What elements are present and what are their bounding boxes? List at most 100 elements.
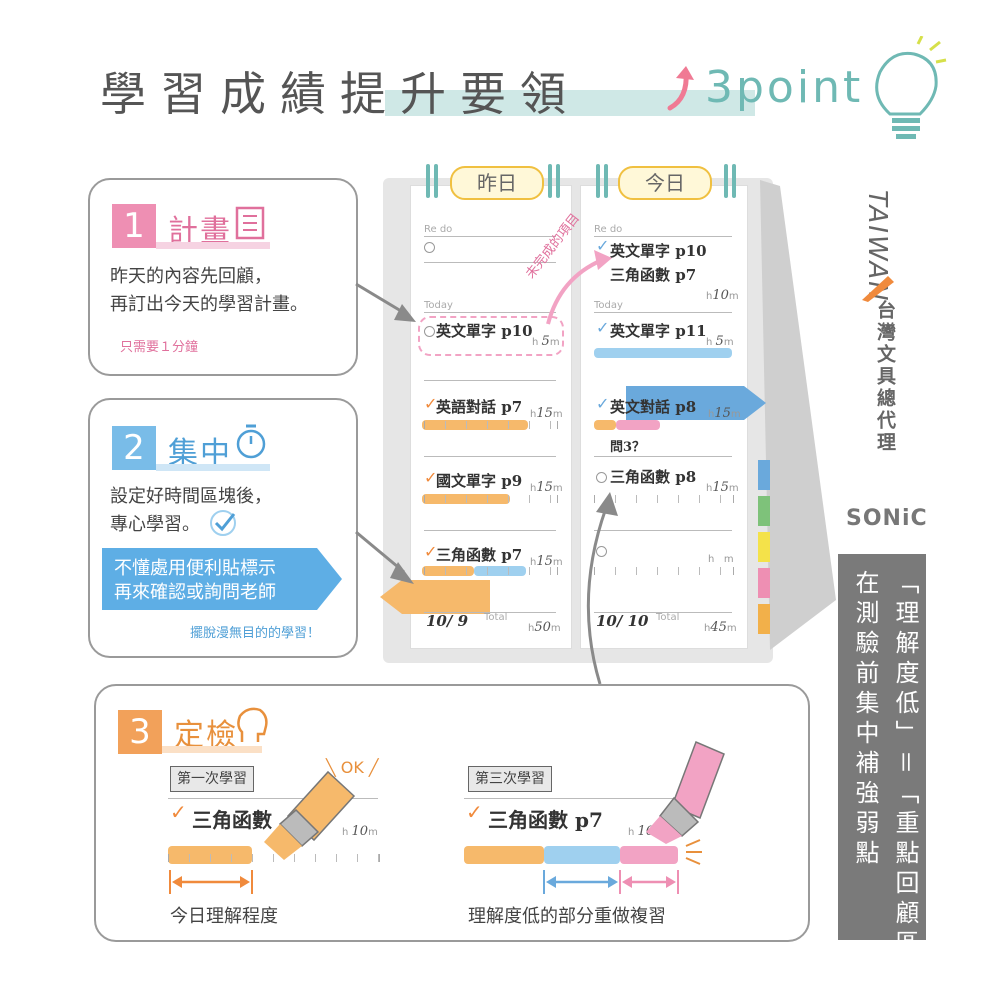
lightbulb-icon <box>875 36 947 139</box>
row-line <box>594 530 732 531</box>
progress-bar-weak <box>544 846 620 864</box>
ok-mark: ╲ OK ╱ <box>326 758 379 777</box>
list-icon <box>235 206 265 240</box>
check-title-underline <box>162 746 262 753</box>
yesterday-row-3: 國文單字 p9 <box>436 472 523 490</box>
yesterday-redo-label: Re do <box>424 224 453 235</box>
carry-over-arrow <box>546 250 612 325</box>
spiral-ring <box>604 164 608 198</box>
checkbox-empty <box>424 326 435 337</box>
yesterday-row-1: 英文單字 p10 <box>436 322 533 340</box>
checkbox-empty <box>596 472 607 483</box>
connector-arrow-plan <box>355 282 416 322</box>
plan-number: 1 <box>112 204 156 248</box>
today-redo-2: 三角函數 p7 <box>610 266 697 284</box>
emphasis-marks <box>685 839 702 865</box>
time-ruler <box>424 421 558 429</box>
today-row-2-time: h15m <box>708 406 741 421</box>
span-arrows-review <box>543 870 679 894</box>
first-study-time: h 10m <box>342 824 378 839</box>
sticky-tab-blue <box>758 460 770 490</box>
connector-arrow-focus <box>355 530 414 584</box>
caption-left: 今日理解程度 <box>170 906 278 927</box>
banner-text-right: 「理解度低」＝「重點回顧區」 <box>891 570 919 990</box>
caption-right: 理解度低的部分重做複習 <box>468 906 666 927</box>
sticky-note-flag <box>380 580 490 614</box>
today-question-note: 問3？ <box>610 440 646 455</box>
pink-highlighter-icon <box>646 741 725 844</box>
first-study-item: 三角函數 <box>192 808 272 832</box>
progress-bar-review <box>620 846 678 864</box>
focus-callout-shape <box>102 548 342 610</box>
progress-bar-weak <box>594 348 732 358</box>
stopwatch-icon <box>236 424 266 459</box>
spiral-ring <box>434 164 438 198</box>
row-line <box>594 612 732 613</box>
unfinished-highlight-box <box>418 316 564 356</box>
row-line <box>424 236 556 237</box>
yesterday-row-4-time: h15m <box>530 554 563 569</box>
check-mark-icon: ✓ <box>170 800 187 824</box>
time-ruler <box>168 854 380 862</box>
progress-bar-understood <box>464 846 544 864</box>
first-study-label: 第一次學習 <box>170 766 254 792</box>
sticky-tab-orange <box>758 604 770 634</box>
spiral-ring <box>732 164 736 198</box>
span-arrow <box>169 870 253 894</box>
orange-highlighter-icon <box>264 770 356 860</box>
check-circle-icon <box>210 510 236 536</box>
today-row-4-time: h15m <box>706 480 739 495</box>
check-mark-icon: ✓ <box>424 542 438 561</box>
checkbox-empty <box>596 546 607 557</box>
yesterday-row-2-time: h15m <box>530 406 563 421</box>
today-redo-label: Re do <box>594 224 623 235</box>
tab-today: 今日 <box>618 166 712 200</box>
time-ruler <box>594 495 734 503</box>
today-total-label: Total <box>656 612 680 623</box>
yesterday-row-3-time: h15m <box>530 480 563 495</box>
check-mark-icon: ✓ <box>596 318 610 337</box>
tab-yesterday: 昨日 <box>450 166 544 200</box>
today-date: 10/ 10 <box>596 612 649 630</box>
focus-body-1: 設定好時間區塊後， <box>110 486 272 507</box>
yesterday-today-label: Today <box>424 300 453 311</box>
spiral-ring <box>724 164 728 198</box>
row-line <box>168 798 378 799</box>
plan-title-underline <box>156 242 270 249</box>
yesterday-row-4: 三角函數 p7 <box>436 546 523 564</box>
brand-agent: 台灣文具總代理 <box>874 300 896 454</box>
row-line <box>424 262 556 263</box>
plan-body-2: 再訂出今天的學習計畫。 <box>110 294 308 315</box>
focus-number: 2 <box>112 426 156 470</box>
head-thinking-icon <box>237 707 268 742</box>
row-line <box>594 456 732 457</box>
third-study-label: 第三次學習 <box>468 766 552 792</box>
row-line <box>464 798 674 799</box>
check-mark-icon: ✓ <box>424 468 438 487</box>
row-line <box>424 380 556 381</box>
yesterday-row-2: 英語對話 p7 <box>436 398 523 416</box>
spiral-ring <box>548 164 552 198</box>
progress-bar-understood <box>594 420 616 430</box>
row-line <box>424 612 556 613</box>
sticky-tab-yellow <box>758 532 770 562</box>
row-line <box>424 530 556 531</box>
today-total: h45m <box>704 620 737 635</box>
today-row-5-time: h m <box>708 554 734 565</box>
checkbox-empty <box>424 242 435 253</box>
check-mark-icon: ✓ <box>466 800 483 824</box>
spiral-ring <box>596 164 600 198</box>
check-number: 3 <box>118 710 162 754</box>
yesterday-date: 10/ 9 <box>426 612 469 630</box>
check-mark-icon: ✓ <box>424 394 438 413</box>
plan-card: 1 計畫 昨天的內容先回顧， 再訂出今天的學習計畫。 只需要１分鐘 <box>88 178 358 376</box>
brand-logo: SONiC <box>846 506 928 531</box>
focus-body-2: 專心學習。 <box>110 514 200 535</box>
banner-text-left: 在測驗前集中補強弱點 <box>851 570 879 870</box>
today-row-4: 三角函數 p8 <box>610 468 697 486</box>
check-mark-icon: ✓ <box>596 394 610 413</box>
sticky-tab-green <box>758 496 770 526</box>
plan-body-1: 昨天的內容先回顧， <box>110 266 272 287</box>
progress-bar-review <box>616 420 660 430</box>
today-row-1-time: h 5m <box>706 334 734 349</box>
